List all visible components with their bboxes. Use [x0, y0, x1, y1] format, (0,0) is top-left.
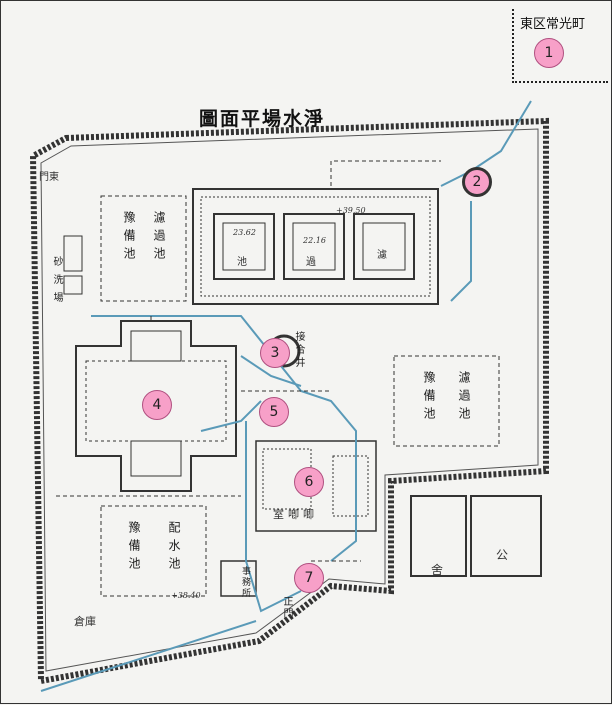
warehouse-label: 倉庫 — [74, 615, 96, 628]
reserve-pond-right-label: 豫備池 — [422, 371, 436, 425]
sand-wash-1 — [63, 235, 83, 272]
sedimentation-basin — [75, 320, 237, 492]
location-marker-6[interactable]: 6 — [294, 467, 324, 497]
main-gate-label: 正門 — [281, 596, 292, 620]
filter-bed-1 — [213, 213, 275, 280]
junction-well-label: 接合井 — [293, 331, 304, 370]
level-top: +39.50 — [336, 206, 366, 215]
location-marker-5[interactable]: 5 — [259, 397, 289, 427]
level-bottom: +38.40 — [171, 591, 201, 600]
bed-2-level: 22.16 — [303, 236, 326, 245]
perimeter-wall-inner — [40, 128, 539, 672]
distribution-pond-label: 配水池 — [167, 521, 181, 575]
office-label: 事務所 — [240, 566, 250, 599]
building-quarters — [410, 495, 467, 577]
filter-complex-outer — [192, 188, 439, 305]
public-label: 公 — [496, 548, 509, 562]
location-marker-2[interactable]: 2 — [462, 167, 492, 197]
sand-wash-label: 砂洗場 — [51, 256, 62, 310]
perimeter-wall — [29, 117, 549, 685]
bed-1-level: 23.62 — [233, 228, 256, 237]
legend-label: 東区常光町 — [520, 17, 586, 32]
location-marker-4[interactable]: 4 — [142, 390, 172, 420]
pump-room-label: 室喞唧 — [273, 508, 318, 521]
bed-2-label: 過 — [306, 257, 316, 268]
legend-box: 東区常光町 — [512, 9, 608, 83]
reserve-pond-right — [393, 355, 500, 447]
reserve-pond-bottom-label: 豫備池 — [127, 521, 141, 575]
filter-complex-inner — [200, 196, 431, 297]
plan-title: 圖面平場水淨 — [199, 108, 326, 130]
bed-3-label: 濾 — [377, 250, 387, 261]
filter-bed-2 — [283, 213, 345, 280]
location-marker-7[interactable]: 7 — [294, 563, 324, 593]
filter-pond-right-label: 濾過池 — [457, 371, 471, 425]
reserve-pond-bottom-left — [100, 505, 207, 597]
filter-bed-3 — [353, 213, 415, 280]
bed-1-label: 池 — [237, 257, 247, 268]
building-public — [470, 495, 542, 577]
gate-east-label: 門東 — [39, 172, 59, 183]
building-office — [220, 560, 257, 597]
pump-room — [255, 440, 377, 532]
filter-pond-top-left-label: 濾過池 — [152, 211, 166, 265]
reserve-pond-top-left — [100, 195, 187, 302]
quarters-label: 舍 — [431, 563, 444, 577]
water-pipes — [40, 100, 532, 692]
sand-wash-2 — [63, 275, 83, 295]
location-marker-1[interactable]: 1 — [534, 38, 564, 68]
reserve-pond-top-left-label: 豫備池 — [122, 211, 136, 265]
location-marker-3[interactable]: 3 — [260, 338, 290, 368]
